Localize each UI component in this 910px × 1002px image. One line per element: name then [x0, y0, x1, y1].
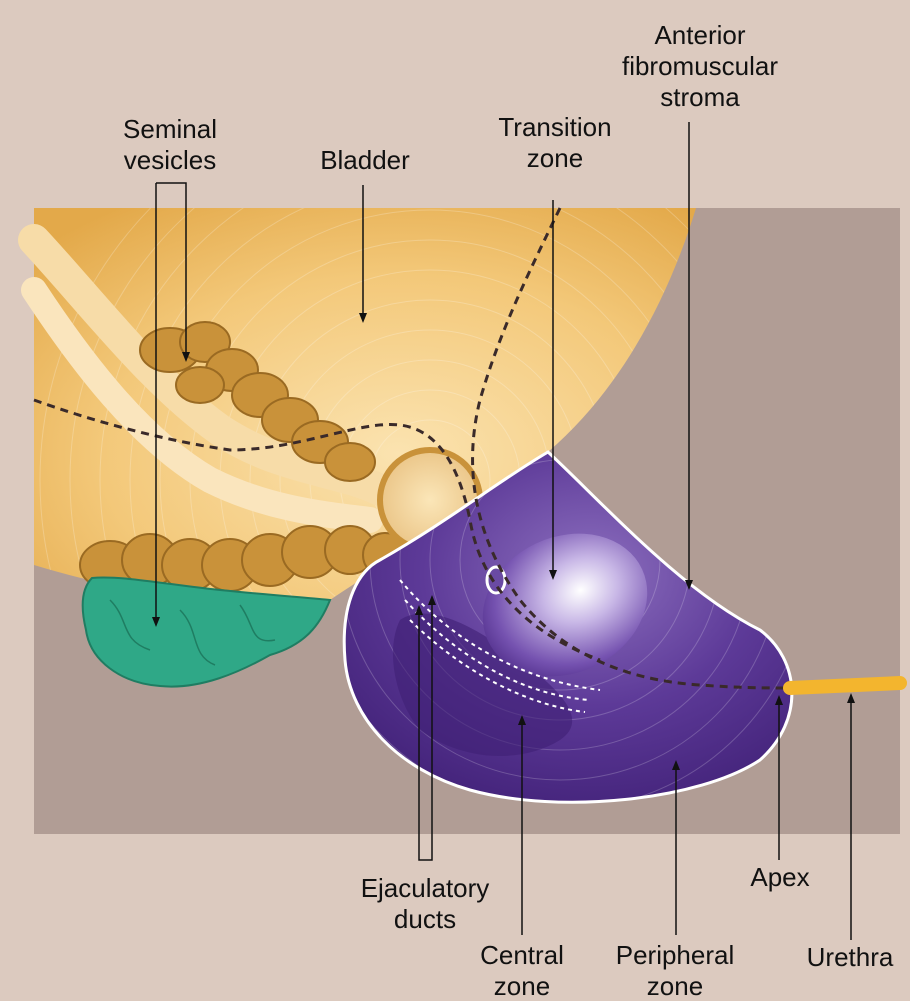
label-transition-zone-line-1: Transition — [480, 112, 630, 143]
label-afs-line-2: fibromuscular — [610, 51, 790, 82]
label-apex-line-1: Apex — [735, 862, 825, 893]
label-urethra: Urethra — [795, 942, 905, 973]
label-peripheral-zone: Peripheral zone — [600, 940, 750, 1002]
label-ejaculatory-ducts-line-1: Ejaculatory — [340, 873, 510, 904]
urethra-tube — [790, 683, 900, 688]
label-peripheral-zone-line-1: Peripheral — [600, 940, 750, 971]
label-anterior-fibromuscular-stroma: Anterior fibromuscular stroma — [610, 20, 790, 113]
label-ejaculatory-ducts-line-2: ducts — [340, 904, 510, 935]
label-bladder: Bladder — [300, 145, 430, 176]
label-central-zone-line-1: Central — [462, 940, 582, 971]
label-seminal-vesicles-line-1: Seminal — [100, 114, 240, 145]
label-seminal-vesicles-line-2: vesicles — [100, 145, 240, 176]
label-apex: Apex — [735, 862, 825, 893]
label-central-zone: Central zone — [462, 940, 582, 1002]
label-urethra-line-1: Urethra — [795, 942, 905, 973]
label-transition-zone: Transition zone — [480, 112, 630, 174]
label-afs-line-3: stroma — [610, 82, 790, 113]
label-ejaculatory-ducts: Ejaculatory ducts — [340, 873, 510, 935]
label-central-zone-line-2: zone — [462, 971, 582, 1002]
label-transition-zone-line-2: zone — [480, 143, 630, 174]
label-afs-line-1: Anterior — [610, 20, 790, 51]
label-bladder-line-1: Bladder — [300, 145, 430, 176]
label-seminal-vesicles: Seminal vesicles — [100, 114, 240, 176]
label-peripheral-zone-line-2: zone — [600, 971, 750, 1002]
